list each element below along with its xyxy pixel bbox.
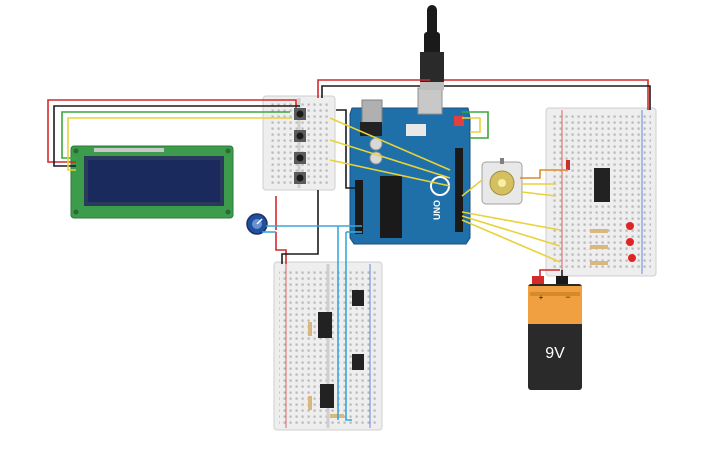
battery-voltage-label: 9V: [545, 345, 565, 362]
wire-yellow: [67, 117, 561, 263]
arduino-uno-board: UNO: [349, 87, 471, 245]
battery-plus-sign: +: [539, 293, 544, 302]
ic-chip: [320, 384, 334, 408]
pushbutton: [294, 130, 306, 142]
arduino-brand-label: UNO: [432, 200, 442, 220]
wire-blue: [262, 225, 362, 421]
resistor: [308, 322, 312, 336]
potentiometer: [246, 213, 268, 235]
resistor: [590, 245, 608, 249]
ic-chip: [352, 354, 364, 370]
ic-chip: [594, 168, 610, 202]
wire-red: [47, 79, 649, 282]
dc-motor: [481, 158, 523, 205]
resistor: [308, 396, 312, 410]
wire-black: [53, 85, 651, 282]
led-red: [626, 222, 634, 230]
lcd-pin-header: [94, 148, 164, 152]
usb-cable: [420, 5, 444, 90]
led-red: [626, 238, 634, 246]
resistor: [330, 414, 344, 418]
resistor: [590, 261, 608, 265]
diode: [566, 160, 570, 170]
atmega-chip: [380, 176, 402, 238]
ic-chip: [352, 290, 364, 306]
led-red: [628, 254, 636, 262]
ic-chip: [318, 312, 332, 338]
wire-green: [61, 111, 489, 159]
battery-9v: + − 9V: [528, 276, 582, 390]
resistor: [590, 229, 608, 233]
lcd-display: [70, 145, 234, 219]
pushbutton: [294, 108, 306, 120]
wire-orange: [520, 169, 568, 179]
pushbutton: [294, 172, 306, 184]
pushbutton: [294, 152, 306, 164]
battery-minus-sign: −: [565, 292, 570, 302]
